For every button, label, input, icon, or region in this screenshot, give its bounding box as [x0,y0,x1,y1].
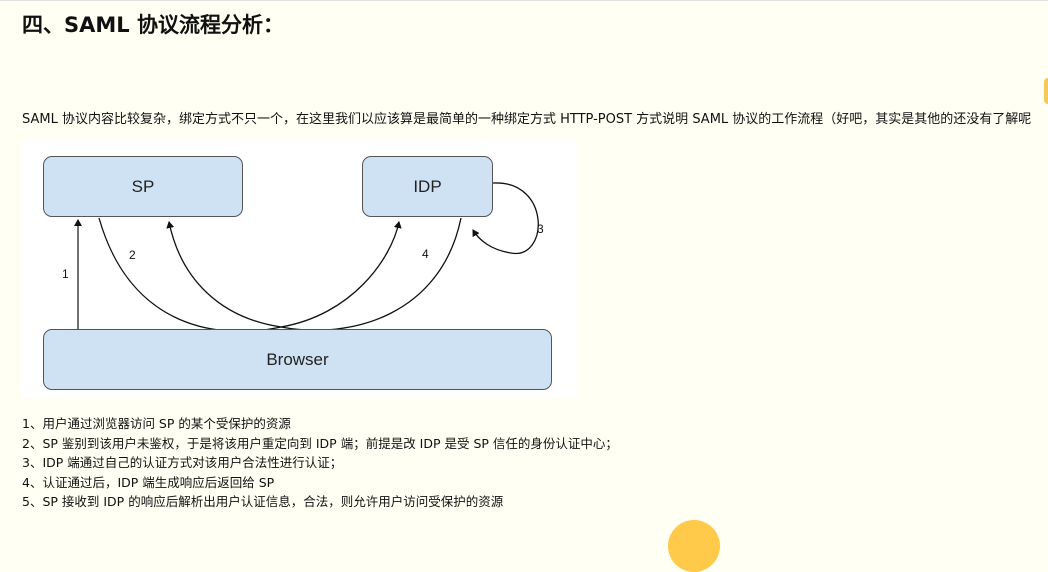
steps-list: 1、用户通过浏览器访问 SP 的某个受保护的资源 2、SP 鉴别到该用户未鉴权，… [22,414,618,512]
section-heading: 四、SAML 协议流程分析： [22,13,284,37]
node-sp: SP [43,156,243,217]
step-item: 5、SP 接收到 IDP 的响应后解析出用户认证信息，合法，则允许用户访问受保护… [22,494,504,509]
intro-paragraph: SAML 协议内容比较复杂，绑定方式不只一个，在这里我们以应该算是最简单的一种绑… [22,112,1032,127]
edge-label-1: 1 [62,267,69,281]
edge-3 [472,182,539,254]
edge-label-4: 4 [422,247,429,261]
step-item: 4、认证通过后，IDP 端生成响应后返回给 SP [22,474,275,490]
diagram-edges [74,182,539,332]
step-item: 2、SP 鉴别到该用户未鉴权，于是将该用户重定向到 IDP 端；前提是改 IDP… [22,435,618,451]
node-sp-label: SP [131,176,155,196]
edge-label-3: 3 [537,222,544,236]
edge-label-2: 2 [129,248,136,262]
node-idp: IDP [362,156,493,217]
saml-flow-diagram: SP IDP Browser 1 2 3 4 [21,140,578,398]
node-idp-label: IDP [413,176,442,196]
step-item: 3、IDP 端通过自己的认证方式对该用户合法性进行认证； [22,455,343,470]
top-border [0,0,1048,1]
step-item: 1、用户通过浏览器访问 SP 的某个受保护的资源 [22,416,291,431]
node-browser-label: Browser [266,349,329,369]
node-browser: Browser [43,329,552,390]
side-toolbar-tab[interactable] [1044,78,1048,104]
edge-2 [98,217,402,332]
edge-4 [166,217,462,331]
